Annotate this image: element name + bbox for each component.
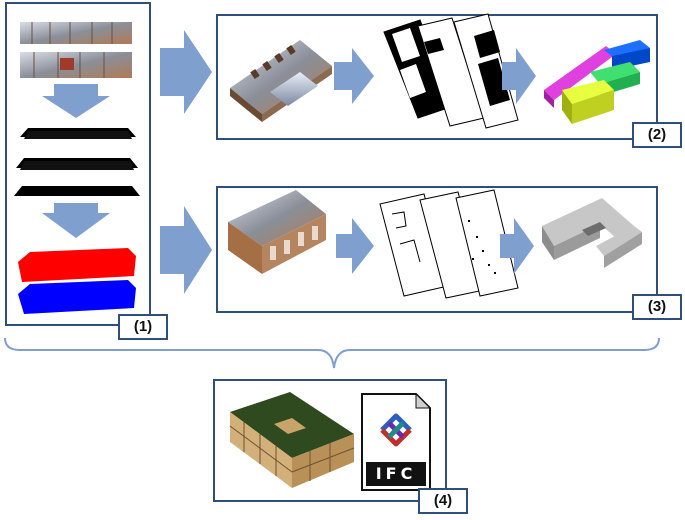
label-panel-1: (1) <box>118 314 168 340</box>
wall-model <box>542 198 642 268</box>
horizontal-slices <box>14 128 140 196</box>
segmented-point-cloud <box>18 248 136 314</box>
arrow-3b <box>500 218 534 274</box>
building-point-cloud-2 <box>230 40 332 122</box>
arrow-3a <box>336 218 374 274</box>
building-point-cloud-3 <box>228 190 326 274</box>
label-panel-2: (2) <box>632 122 682 148</box>
down-arrow-1 <box>42 84 110 118</box>
down-arrow-2 <box>42 203 110 238</box>
arrow-2b <box>502 48 536 104</box>
arrow-to-panel-3 <box>160 206 212 294</box>
label-panel-3: (3) <box>632 294 682 320</box>
summary-brace <box>4 337 660 369</box>
floor-plan-images-2 <box>383 13 519 129</box>
segmented-rooms-model <box>544 40 650 124</box>
ifc-file-icon <box>361 392 432 491</box>
point-cloud-thumbnail <box>20 22 132 78</box>
floor-plan-images-3 <box>379 189 519 299</box>
arrow-to-panel-2 <box>160 30 212 114</box>
ifc-label: IFC <box>375 464 417 483</box>
label-panel-4: (4) <box>418 488 468 514</box>
final-3d-building-model <box>229 392 355 488</box>
arrow-2a <box>334 48 374 104</box>
